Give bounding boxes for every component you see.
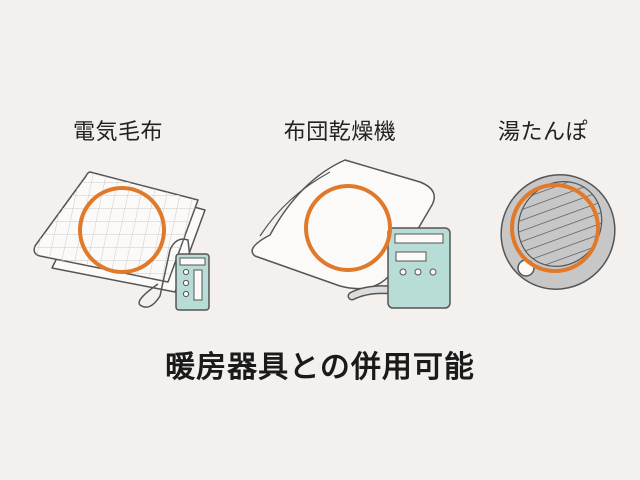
futon-dryer-icon: [251, 159, 451, 309]
hot-water-bottle-label: 湯たんぽ: [497, 120, 589, 145]
headline: 暖房器具との併用可能: [165, 350, 475, 385]
electric-blanket-label: 電気毛布: [72, 120, 164, 145]
futon-dryer-label: 布団乾燥機: [283, 120, 397, 145]
hot-water-bottle-icon: [500, 174, 616, 290]
electric-blanket-icon: [33, 171, 210, 311]
